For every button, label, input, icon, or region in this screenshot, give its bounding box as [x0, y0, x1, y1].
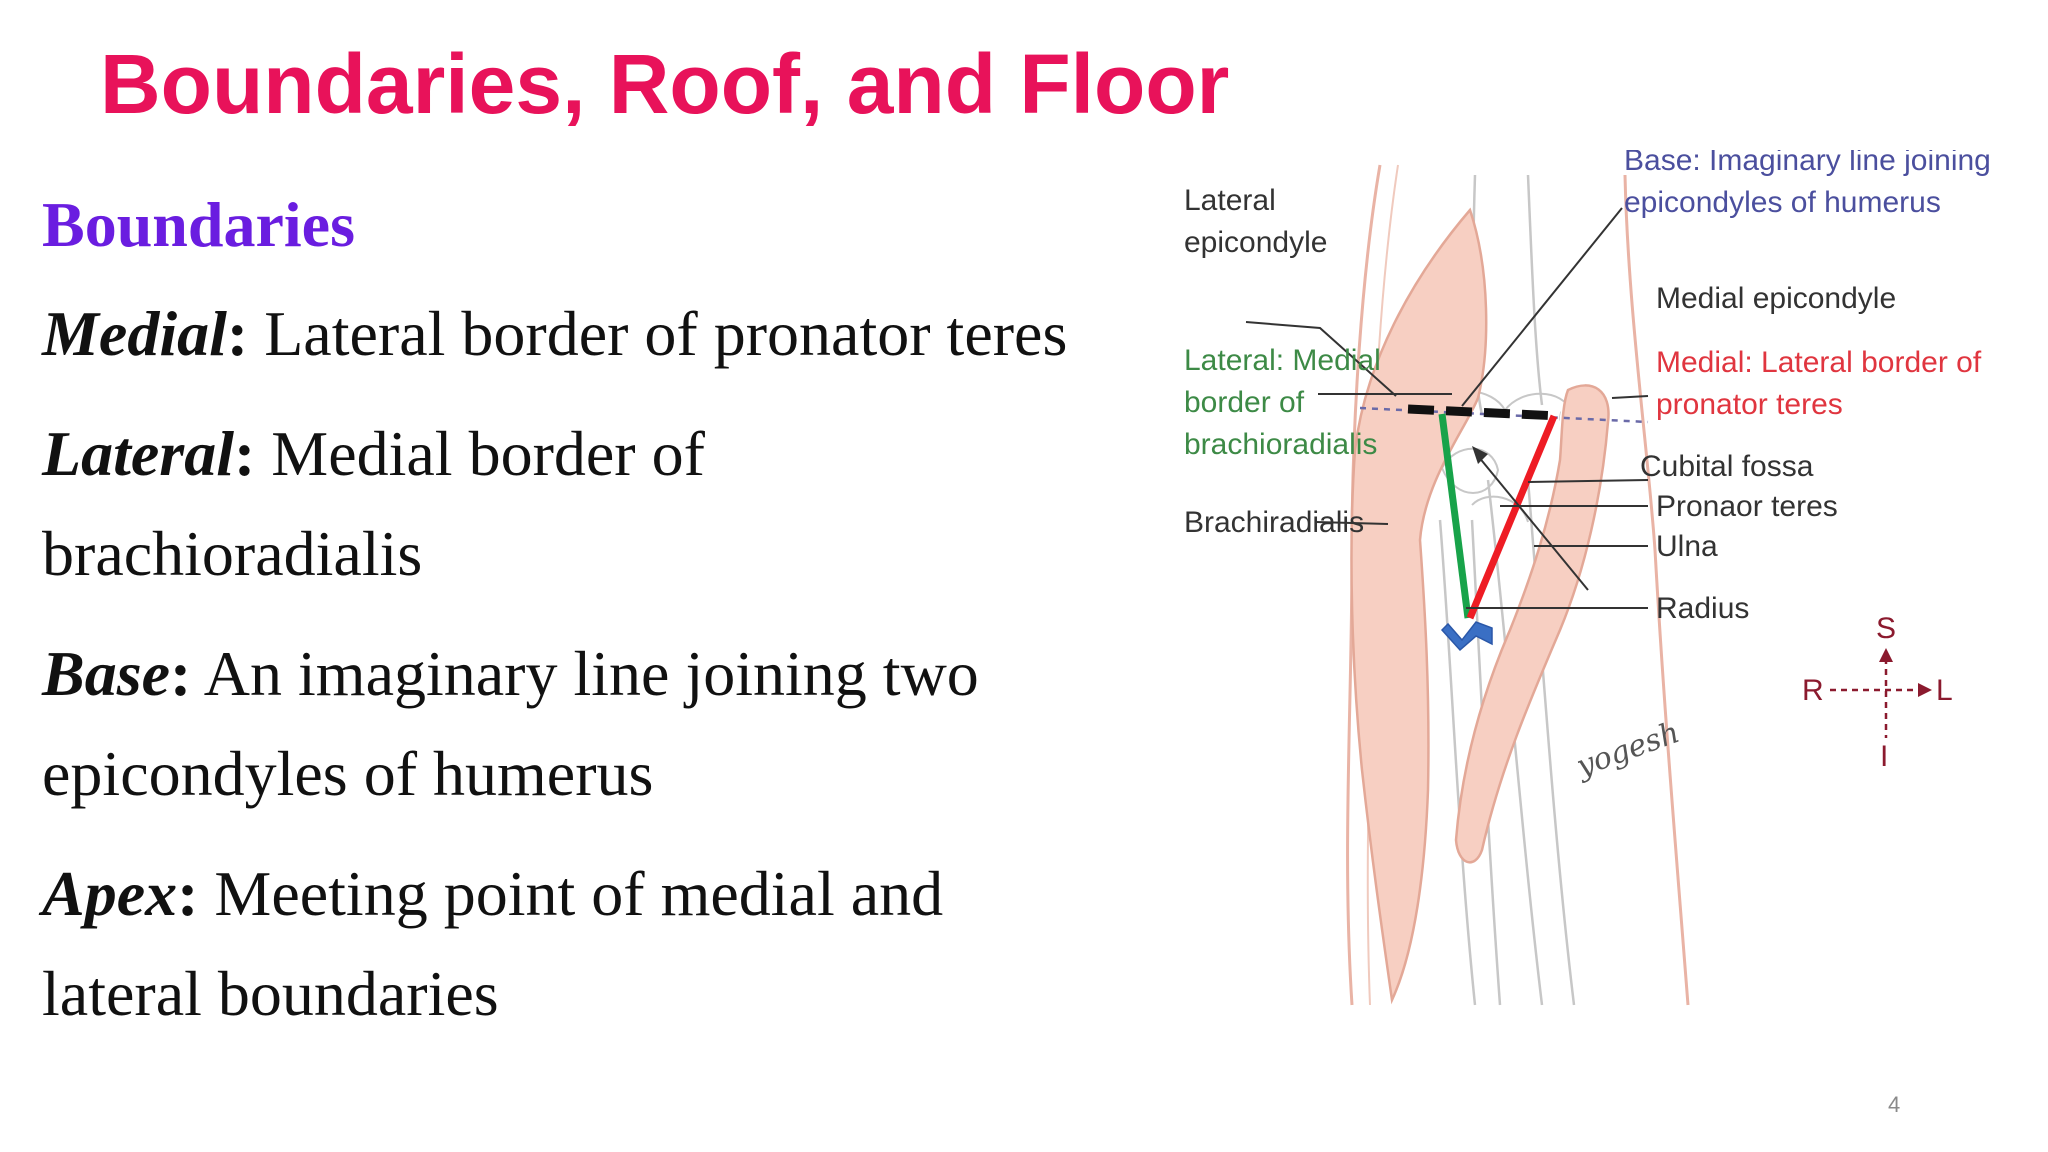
ulna-label: Ulna	[1656, 530, 1718, 563]
medial-epicondyle-label: Medial epicondyle	[1656, 282, 1896, 315]
radius-label: Radius	[1656, 592, 1749, 625]
compass-right-arrow	[1918, 683, 1932, 697]
compass-s: S	[1876, 612, 1896, 645]
boundaries-heading: Boundaries	[42, 189, 355, 260]
orientation-compass: S R L I	[1802, 612, 1953, 773]
lateral-epicondyle-leader	[1245, 321, 1397, 397]
base-term: Base	[42, 638, 170, 709]
apex-point: Apex: Meeting point of medial and latera…	[42, 844, 1082, 1044]
apex-desc: Meeting point of medial and lateral boun…	[42, 858, 944, 1029]
brachiradialis-label: Brachiradialis	[1184, 506, 1364, 539]
medial-point: Medial: Lateral border of pronator teres	[42, 284, 1082, 384]
pronator-teres-muscle	[1454, 384, 1610, 864]
compass-r: R	[1802, 674, 1824, 707]
lateral-desc: Medial border of brachioradialis	[42, 418, 705, 589]
medial-note-leader	[1527, 479, 1649, 483]
lateral-point: Lateral: Medial border of brachioradiali…	[42, 404, 1082, 604]
base-point: Base: An imaginary line joining two epic…	[42, 624, 1082, 824]
brachiradialis-leader	[1315, 521, 1389, 525]
compass-up-arrow	[1879, 648, 1893, 662]
apex-term: Apex	[42, 858, 178, 929]
head-of-radius	[1440, 447, 1500, 494]
compass-i: I	[1880, 740, 1888, 773]
lateral-colon: :	[233, 418, 256, 489]
apex-arrow	[1440, 621, 1493, 652]
base-line	[1407, 404, 1561, 421]
pronaor-teres-label: Pronaor teres	[1656, 490, 1838, 523]
base-note-leader	[1461, 207, 1623, 407]
medial-epicondyle-leader	[1611, 395, 1649, 399]
medial-boundary-line	[1466, 414, 1558, 620]
medial-term: Medial	[42, 298, 227, 369]
slide-title: Boundaries, Roof, and Floor	[100, 37, 1230, 131]
lateral-term: Lateral	[42, 418, 234, 489]
arm-outline-right	[1623, 174, 1690, 1006]
apex-colon: :	[177, 858, 199, 929]
medial-desc: Lateral border of pronator teres	[248, 298, 1068, 369]
cubital-fossa-leader	[1477, 455, 1589, 591]
compass-l: L	[1936, 674, 1953, 707]
medial-colon: :	[226, 298, 249, 369]
base-desc: An imaginary line joining two epicondyle…	[42, 638, 979, 809]
page-number: 4	[1888, 1092, 1901, 1117]
base-colon: :	[170, 638, 192, 709]
artist-signature: yogesh	[1570, 715, 1684, 785]
boundaries-text: Boundaries Medial: Lateral border of pro…	[42, 184, 1082, 1064]
cubital-fossa-arrowhead	[1472, 446, 1488, 464]
cubital-fossa-label: Cubital fossa	[1640, 450, 1814, 483]
lateral-boundary-line	[1438, 413, 1472, 619]
